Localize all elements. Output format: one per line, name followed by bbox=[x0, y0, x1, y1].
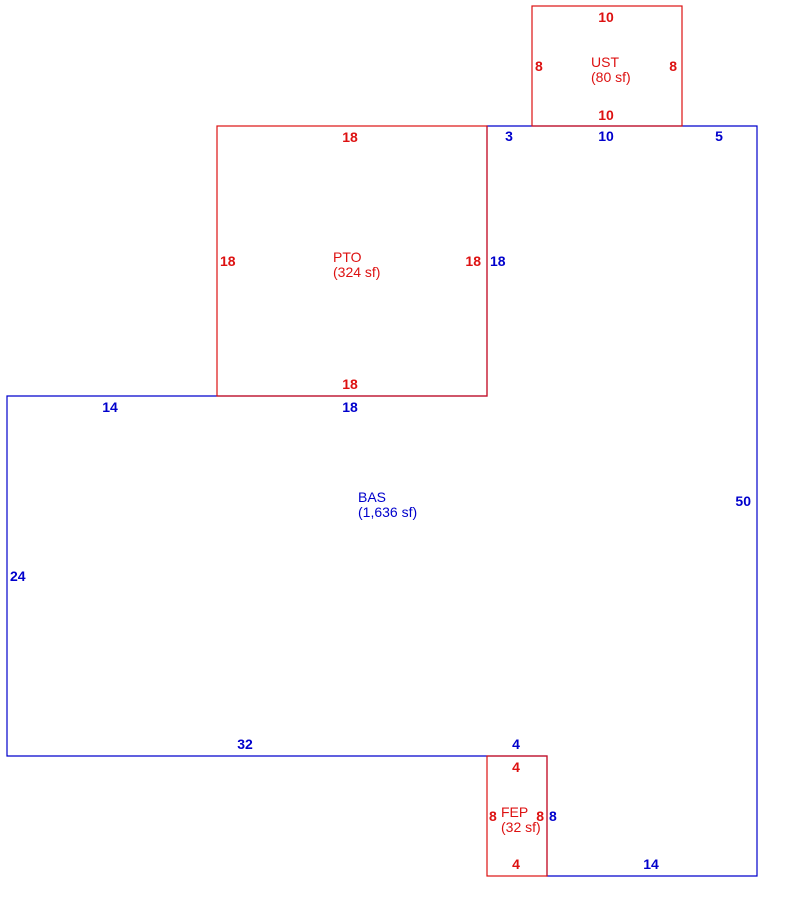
bas-dimensions: 14 18 24 32 4 14 50 5 10 3 18 8 bbox=[10, 128, 751, 872]
pto-outline bbox=[216, 125, 488, 397]
pto-area-name: PTO bbox=[333, 249, 362, 265]
bas-dim-notch-top: 4 bbox=[512, 736, 520, 752]
bas-dim-top-mid: 10 bbox=[598, 128, 614, 144]
ust-outline bbox=[531, 5, 683, 127]
fep-dim-top: 4 bbox=[512, 759, 520, 775]
bas-dim-top-small: 3 bbox=[505, 128, 513, 144]
bas-dim-inner-side: 18 bbox=[490, 253, 506, 269]
bas-area-name: BAS bbox=[358, 489, 386, 505]
ust-area-label: UST (80 sf) bbox=[591, 54, 631, 85]
fep-dim-bottom: 4 bbox=[512, 856, 520, 872]
pto-dim-right: 18 bbox=[465, 253, 481, 269]
bas-area-size: (1,636 sf) bbox=[358, 504, 417, 520]
bas-dim-left-mid: 18 bbox=[342, 399, 358, 415]
bas-dim-fep-side: 8 bbox=[549, 808, 557, 824]
fep-dimensions: 4 4 8 8 bbox=[489, 759, 544, 872]
pto-dim-left: 18 bbox=[220, 253, 236, 269]
bas-dim-top-right: 5 bbox=[715, 128, 723, 144]
pto-area-label: PTO (324 sf) bbox=[333, 249, 380, 280]
bas-dim-top-left: 14 bbox=[102, 399, 118, 415]
fep-area-name: FEP bbox=[501, 804, 528, 820]
pto-area-size: (324 sf) bbox=[333, 264, 380, 280]
bas-dim-bottom-right: 14 bbox=[643, 856, 659, 872]
fep-dim-left: 8 bbox=[489, 808, 497, 824]
ust-area-size: (80 sf) bbox=[591, 69, 631, 85]
bas-dim-left-side: 24 bbox=[10, 568, 26, 584]
ust-dimensions: 10 10 8 8 bbox=[535, 9, 677, 123]
fep-outline bbox=[486, 755, 548, 877]
bas-dim-bottom-left: 32 bbox=[237, 736, 253, 752]
ust-dim-bottom: 10 bbox=[598, 107, 614, 123]
pto-dim-top: 18 bbox=[342, 129, 358, 145]
bas-area-label: BAS (1,636 sf) bbox=[358, 489, 417, 520]
fep-dim-right: 8 bbox=[536, 808, 544, 824]
ust-dim-top: 10 bbox=[598, 9, 614, 25]
pto-dimensions: 18 18 18 18 bbox=[220, 129, 481, 392]
ust-dim-right: 8 bbox=[669, 58, 677, 74]
pto-dim-bottom: 18 bbox=[342, 376, 358, 392]
fep-area-label: FEP (32 sf) bbox=[501, 804, 541, 835]
fep-area-size: (32 sf) bbox=[501, 819, 541, 835]
ust-dim-left: 8 bbox=[535, 58, 543, 74]
bas-dim-right-side: 50 bbox=[735, 493, 751, 509]
ust-area-name: UST bbox=[591, 54, 619, 70]
